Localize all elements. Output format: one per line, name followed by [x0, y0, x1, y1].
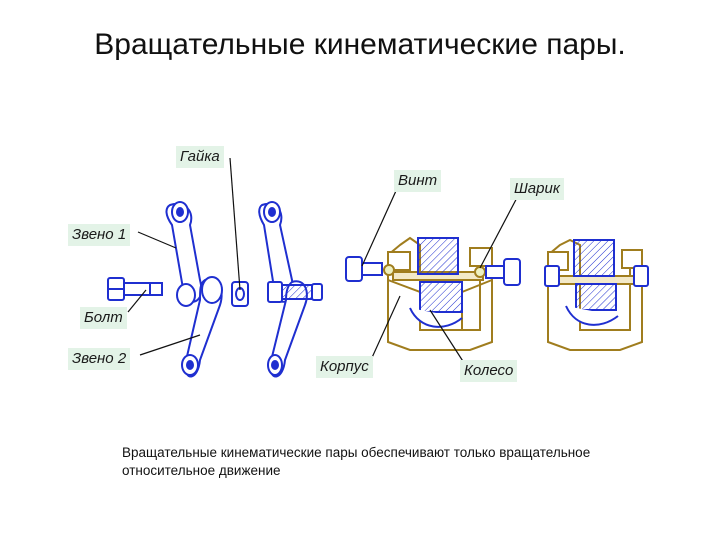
screw-left-part — [345, 256, 383, 282]
slide-title: Вращательные кинематические пары. — [94, 28, 626, 61]
link-1-part-left — [165, 201, 203, 307]
leader-lines — [127, 157, 521, 367]
label-ball: Шарик — [510, 178, 564, 200]
wheel-part — [409, 237, 463, 328]
caption-text: Вращательные кинематические пары обеспеч… — [122, 445, 591, 478]
label-nut: Гайка — [176, 146, 224, 168]
link-2-part-left — [181, 276, 223, 378]
label-link-2: Звено 2 — [68, 348, 131, 370]
assembled-links — [258, 201, 323, 378]
assembled-wheel — [544, 239, 649, 326]
screw-right-part — [485, 258, 521, 286]
label-wheel: Колесо — [460, 360, 518, 382]
nut-part — [231, 281, 249, 307]
label-screw: Винт — [394, 170, 442, 192]
housing-part — [387, 236, 493, 351]
bolt-part — [107, 277, 163, 301]
label-housing: Корпус — [316, 356, 373, 378]
label-link-1: Звено 1 — [68, 224, 131, 246]
label-bolt: Болт — [80, 307, 127, 329]
